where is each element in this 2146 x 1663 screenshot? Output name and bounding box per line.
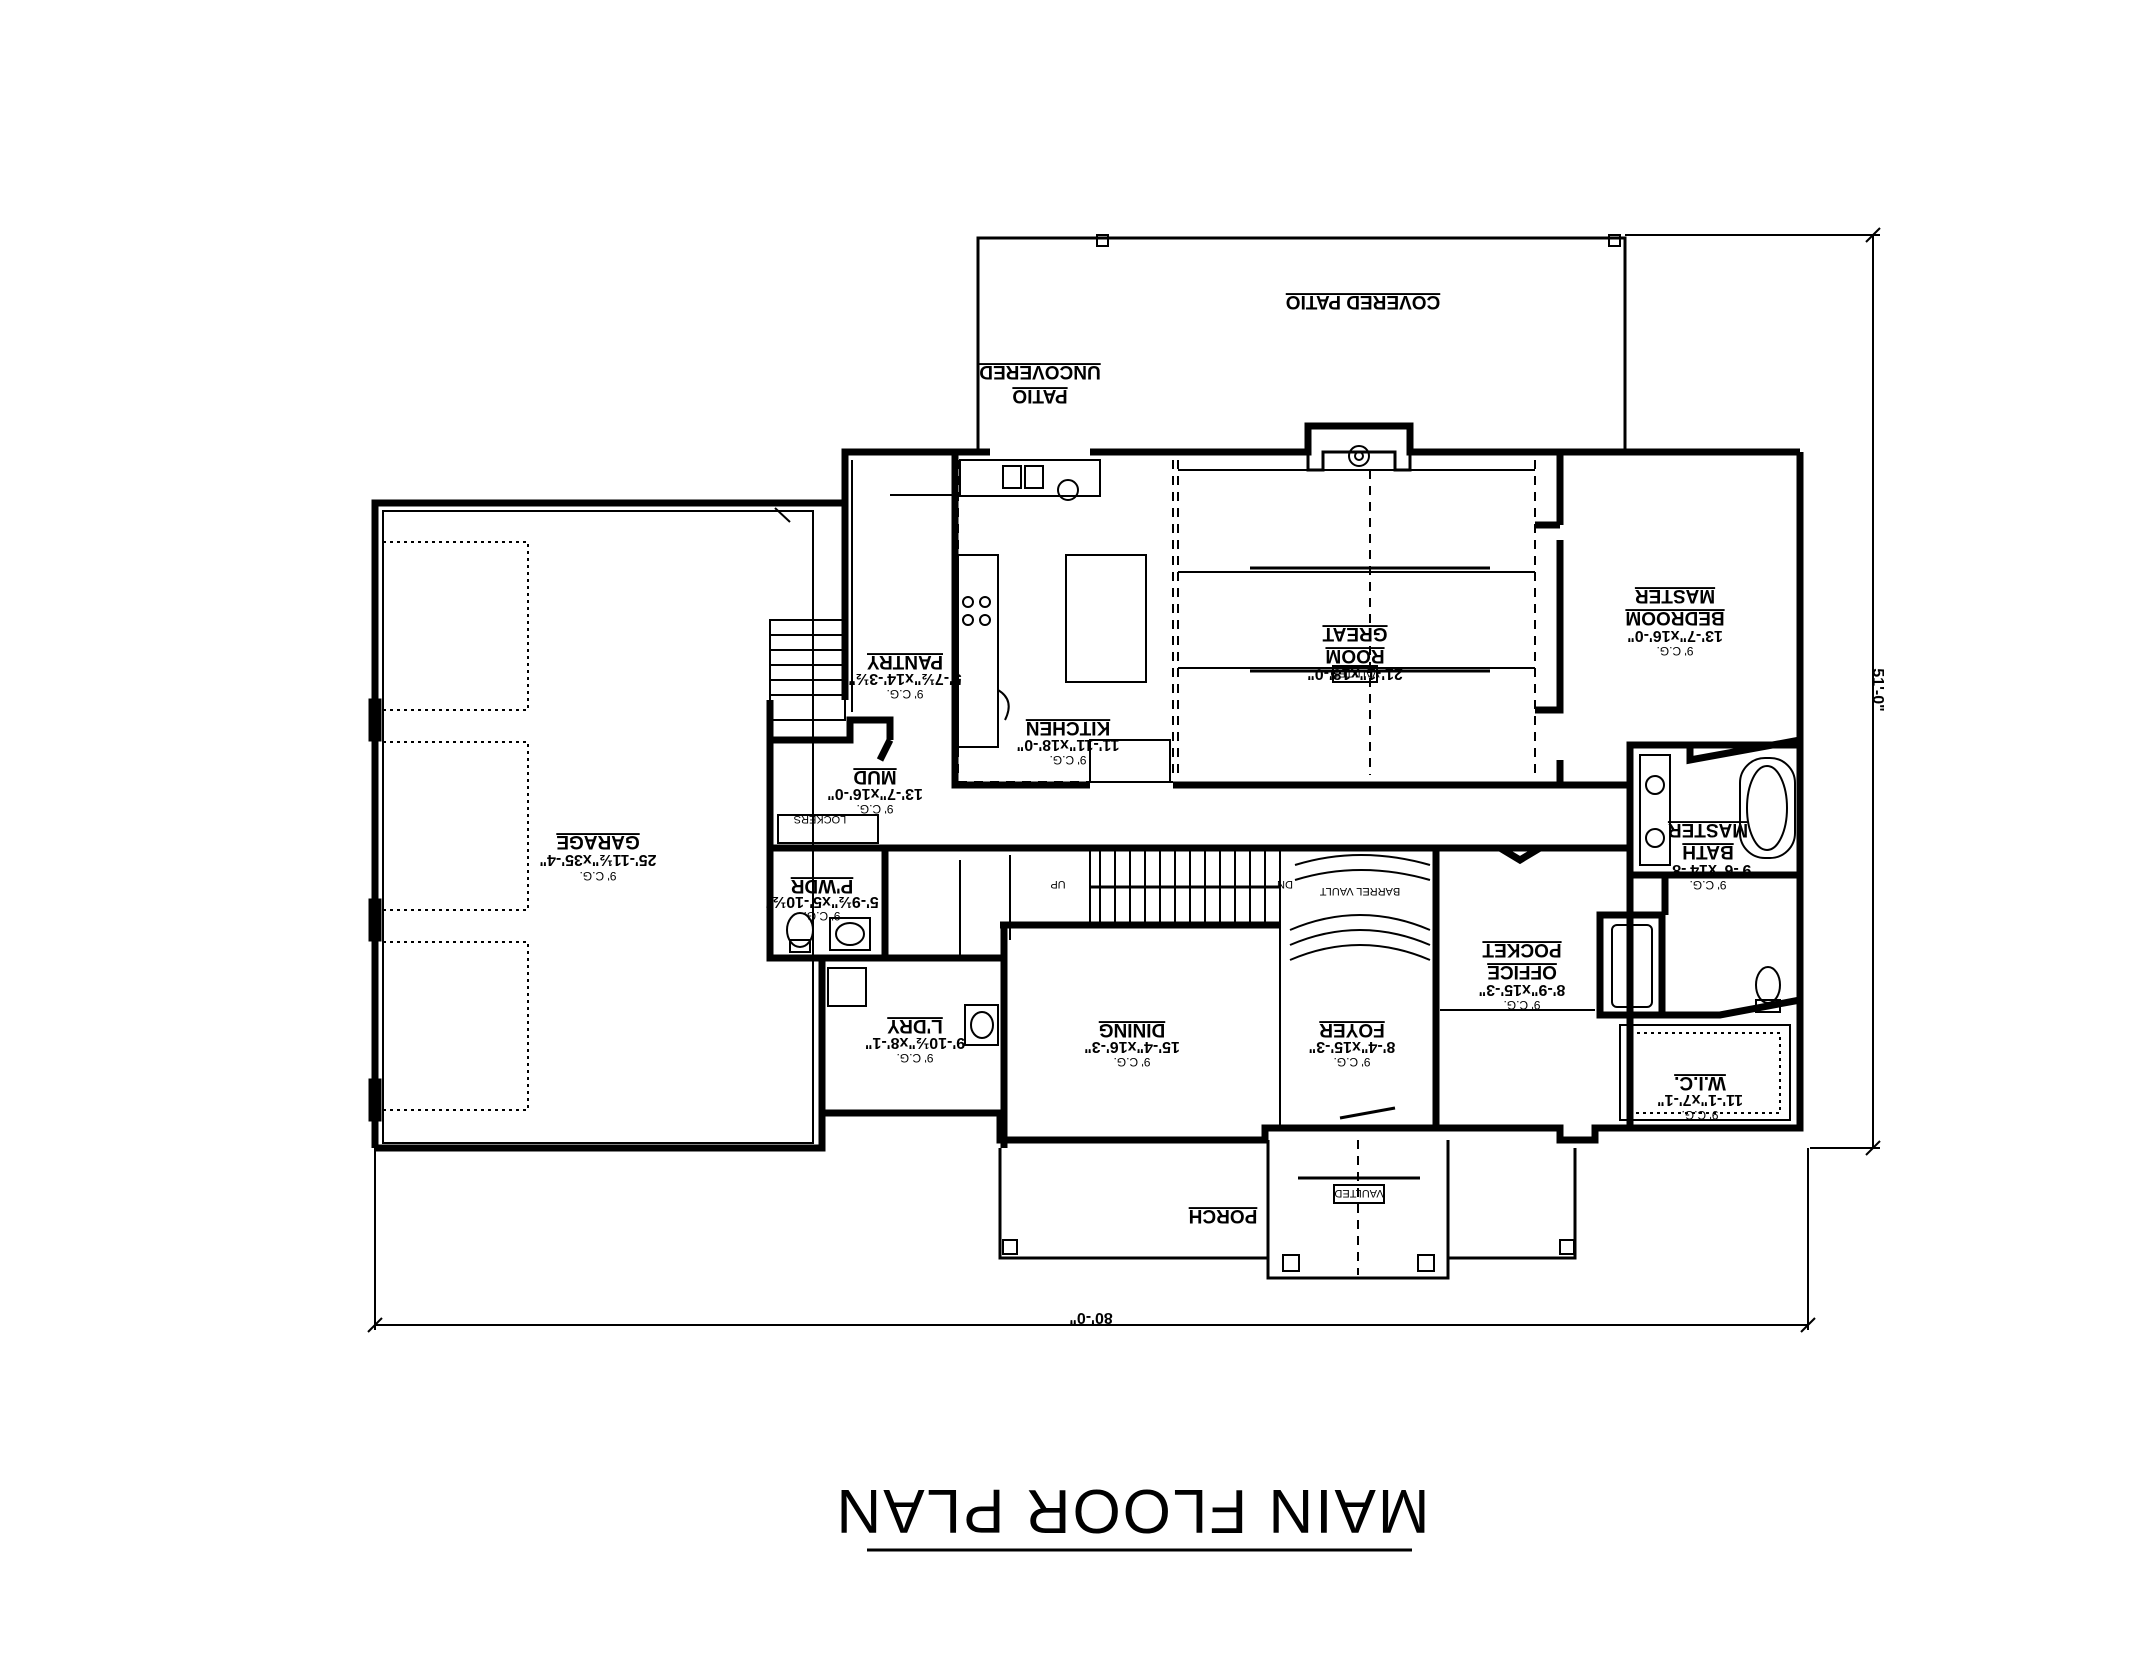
- kitchen-size: 11'-11"x18'-0": [1017, 736, 1120, 753]
- pantry-size: 5'-7½"x14'-3½": [848, 670, 962, 687]
- foyer: [1279, 848, 1440, 1128]
- master-bedroom-ceiling: 9' C.G.: [1657, 644, 1694, 658]
- master-bath: [1626, 741, 1804, 1128]
- porch: [998, 1140, 1577, 1280]
- foyer-barrel-vault-note: BARREL VAULT: [1319, 885, 1400, 897]
- master-bedroom-name-2: BEDROOM: [1625, 607, 1724, 628]
- wic-ceiling: 9' C.G.: [1682, 1108, 1719, 1122]
- great-room: [1173, 460, 1564, 789]
- office-name-1: POCKET: [1482, 939, 1562, 960]
- garage-size: 25'-11½"x35'-4": [539, 851, 656, 868]
- kitchen-ceiling: 9' C.G.: [1050, 753, 1087, 767]
- master-bedroom-name-1: MASTER: [1635, 585, 1716, 606]
- master-bedroom-size: 13'-7"x16'-0": [1627, 627, 1723, 644]
- walk-in-closet: [1596, 911, 1801, 1121]
- office-name-2: OFFICE: [1487, 961, 1557, 982]
- plan-title: MAIN FLOOR PLAN: [835, 1476, 1430, 1545]
- mud-size: 13'-7"x16'-0": [827, 785, 923, 802]
- kitchen: [951, 452, 1174, 789]
- mud-ceiling: 9' C.G.: [857, 802, 894, 816]
- pantry-ceiling: 9' C.G.: [887, 687, 924, 701]
- covered-patio-label: COVERED PATIO: [1286, 291, 1440, 312]
- wic-name: W.I.C.: [1674, 1072, 1726, 1093]
- stair-up-label: UP: [1050, 878, 1065, 890]
- dining: [1000, 855, 1011, 1148]
- master-bath-size: 9'-6"x14'-8": [1665, 861, 1752, 878]
- great-room-size: 21'-1"x18'-0": [1307, 665, 1403, 682]
- laundry-size: 9'-10½"x8'-1": [865, 1034, 965, 1051]
- covered-patio-outline: [976, 234, 1627, 450]
- dining-ceiling: 9' C.G.: [1114, 1055, 1151, 1069]
- garage: [368, 507, 814, 1144]
- porch-ceiling-label: VAULTED: [1334, 1187, 1383, 1199]
- fireplace: [1306, 424, 1412, 472]
- garage-name: GARAGE: [556, 831, 639, 852]
- pantry-name: PANTRY: [867, 651, 943, 672]
- laundry-name: L'DRY: [887, 1015, 943, 1036]
- uncovered-patio-label-1: UNCOVERED: [979, 361, 1100, 382]
- foyer-ceiling: 9' C.G.: [1334, 1055, 1371, 1069]
- foyer-name: FOYER: [1319, 1019, 1385, 1040]
- stair-hall: [1000, 844, 1540, 929]
- dining-size: 15'-4"x16'-3": [1084, 1038, 1180, 1055]
- office-ceiling: 9' C.G.: [1504, 998, 1541, 1012]
- depth-dimension-label: 51'-0": [1869, 668, 1886, 711]
- great-room-name-1: GREAT: [1322, 623, 1387, 644]
- dining-name: DINING: [1099, 1019, 1166, 1040]
- width-dimension-label: 80'-0": [1069, 1309, 1112, 1326]
- powder-ceiling: 9' C.G.: [804, 909, 841, 923]
- dimension-lines: [367, 227, 1881, 1333]
- master-bath-name-2: BATH: [1682, 841, 1733, 862]
- pocket-office: [1436, 844, 1630, 1011]
- mud-name: MUD: [853, 766, 896, 787]
- foyer-size: 8'-4"x15'-3": [1309, 1038, 1396, 1055]
- office-size: 8'-9"x15'-3": [1479, 981, 1566, 998]
- kitchen-name: KITCHEN: [1026, 717, 1110, 738]
- uncovered-patio-label-2: PATIO: [1012, 385, 1067, 406]
- garage-ceiling: 9' C.G.: [580, 869, 617, 883]
- powder-size: 5'-9½"x5'-10½": [765, 893, 879, 910]
- laundry-ceiling: 9' C.G.: [897, 1051, 934, 1065]
- master-bath-ceiling: 9' C.G.: [1690, 878, 1727, 892]
- porch-label: PORCH: [1189, 1205, 1258, 1226]
- mud-lockers-note: LOCKERS: [794, 813, 847, 825]
- powder-name: P'WDR: [790, 875, 853, 896]
- great-room-ceiling: VAULTED: [1330, 667, 1379, 679]
- wic-size: 11'-1"x7'-1": [1657, 1091, 1743, 1108]
- master-bath-name-1: MASTER: [1668, 819, 1749, 840]
- great-room-name-2: ROOM: [1325, 645, 1384, 666]
